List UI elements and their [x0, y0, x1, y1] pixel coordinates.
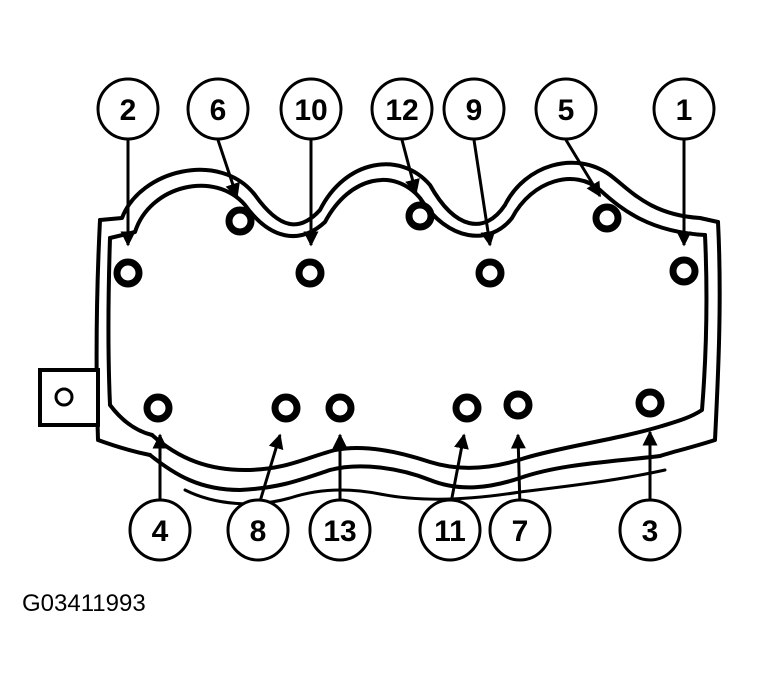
callout-12: 12 — [370, 77, 434, 141]
mounting-tab — [38, 368, 100, 427]
callout-1: 1 — [652, 77, 716, 141]
bolt-12 — [405, 201, 435, 231]
callout-label: 8 — [250, 515, 267, 548]
bolts — [113, 201, 699, 423]
bolt-3 — [635, 388, 665, 418]
callout-label: 2 — [120, 94, 137, 127]
callout-label: 3 — [642, 515, 659, 548]
callout-3: 3 — [618, 498, 682, 562]
arrow-9 — [472, 139, 496, 247]
callout-label: 10 — [294, 94, 327, 127]
callout-6: 6 — [186, 77, 250, 141]
callout-9: 9 — [442, 77, 506, 141]
callout-label: 5 — [558, 94, 575, 127]
bolt-4 — [143, 393, 173, 423]
bolt-8 — [271, 393, 301, 423]
callout-11: 11 — [418, 498, 482, 562]
bolt-7 — [503, 390, 533, 420]
leader-arrows — [120, 139, 692, 509]
bolt-11 — [452, 393, 482, 423]
callout-label: 13 — [323, 515, 356, 548]
arrow-8 — [256, 433, 284, 509]
arrow-7 — [510, 433, 526, 509]
callout-13: 13 — [308, 498, 372, 562]
bolt-13 — [325, 393, 355, 423]
callout-2: 2 — [96, 77, 160, 141]
callout-4: 4 — [128, 498, 192, 562]
bolt-6 — [225, 206, 255, 236]
figure-code: G03411993 — [22, 590, 146, 617]
bottom-callouts: 4 8 13 11 7 3 — [128, 498, 682, 562]
top-callouts: 2 6 10 12 9 5 1 — [96, 77, 716, 141]
arrow-6 — [216, 139, 240, 199]
callout-label: 1 — [676, 94, 693, 127]
callout-label: 6 — [210, 94, 227, 127]
callout-10: 10 — [279, 77, 343, 141]
arrow-12 — [400, 139, 420, 195]
bolt-1 — [669, 256, 699, 286]
callout-label: 7 — [512, 515, 529, 548]
arrow-11 — [448, 433, 469, 509]
bolt-5 — [592, 203, 622, 233]
bolt-9 — [475, 258, 505, 288]
bolt-2 — [113, 258, 143, 288]
callout-8: 8 — [226, 498, 290, 562]
callout-5: 5 — [534, 77, 598, 141]
callout-7: 7 — [488, 498, 552, 562]
callout-label: 9 — [466, 94, 483, 127]
callout-label: 12 — [385, 94, 418, 127]
callout-label: 4 — [152, 515, 169, 548]
arrow-5 — [564, 139, 602, 198]
bolt-10 — [295, 258, 325, 288]
callout-label: 11 — [434, 515, 466, 548]
